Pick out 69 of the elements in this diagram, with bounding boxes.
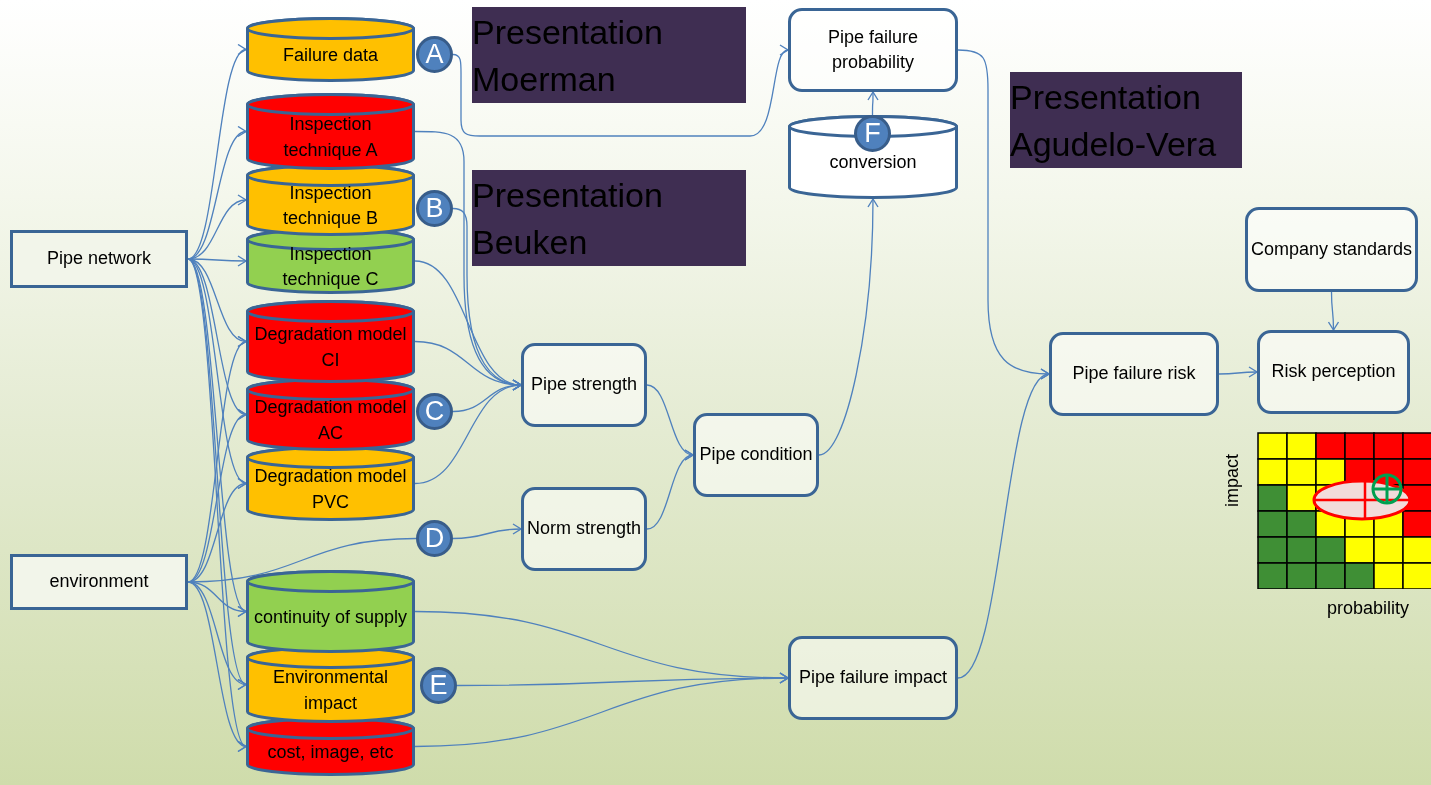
connector-arrow: [1218, 366, 1258, 378]
node-label: Degradation model AC: [253, 396, 408, 445]
connector-arrow: [867, 91, 879, 116]
node-label: Pipe condition: [699, 443, 813, 467]
connector-arrow: [452, 523, 522, 540]
note-box: [472, 7, 746, 103]
connector-arrow: [818, 198, 879, 456]
node-label: B: [425, 195, 444, 222]
node-label: Norm strength: [526, 517, 641, 541]
connector-arrow: [414, 672, 789, 748]
node-label: Pipe failure risk: [1072, 362, 1196, 386]
database-cylinder: [246, 646, 415, 723]
process-box: [788, 636, 958, 720]
node-label: Risk perception: [1271, 360, 1396, 384]
letter-circle: [416, 393, 453, 430]
database-cylinder: [246, 93, 415, 170]
node-label: A: [425, 41, 444, 68]
process-box: [1245, 207, 1418, 292]
node-label: Presentation Beuken: [472, 175, 664, 263]
node-label: Failure data: [282, 43, 379, 67]
node-label: F: [864, 120, 881, 147]
letter-circle: [416, 36, 453, 73]
database-cylinder: [788, 115, 958, 199]
node-label: C: [424, 398, 445, 425]
process-box: [521, 343, 647, 427]
note-box: [472, 170, 746, 266]
process-box: [1049, 332, 1219, 416]
database-cylinder: [246, 300, 415, 383]
database-cylinder: [246, 717, 415, 776]
database-cylinder: [246, 570, 415, 653]
node-label: Environmental impact: [271, 666, 390, 715]
process-box: [10, 554, 188, 610]
process-box: [788, 8, 958, 92]
node-label: Inspection technique C: [281, 242, 380, 291]
node-label: cost, image, etc: [267, 740, 394, 764]
process-box: [1257, 330, 1410, 414]
process-box: [521, 487, 647, 571]
node-label: conversion: [829, 151, 917, 175]
node-label: Degradation model CI: [253, 323, 408, 372]
node-label: environment: [49, 570, 149, 594]
node-label: Pipe strength: [530, 373, 638, 397]
node-label: continuity of supply: [253, 605, 408, 629]
letter-circle: [416, 190, 453, 227]
database-cylinder: [246, 164, 415, 236]
process-box: [693, 413, 819, 497]
node-label: Inspection technique A: [282, 113, 379, 162]
database-cylinder: [246, 378, 415, 451]
node-label: Degradation model PVC: [253, 465, 408, 514]
node-label: Pipe failure impact: [798, 666, 948, 690]
connector-arrow: [646, 451, 694, 530]
node-label: Presentation Moerman: [472, 12, 664, 100]
node-label: D: [424, 525, 445, 552]
connector-arrow: [452, 47, 789, 137]
node-label: E: [429, 672, 448, 699]
node-label: Presentation Agudelo-Vera: [1010, 77, 1218, 165]
process-box: [10, 230, 188, 288]
node-label: Company standards: [1250, 237, 1413, 261]
node-label: Pipe network: [46, 247, 152, 271]
letter-circle: [416, 520, 453, 557]
node-label: Inspection technique B: [281, 181, 380, 230]
note-box: [1010, 72, 1242, 168]
axis-label: probability: [1327, 598, 1410, 619]
connector-arrow: [1327, 291, 1340, 331]
database-cylinder: [246, 17, 415, 82]
connector-arrow: [414, 380, 522, 485]
letter-circle: [420, 667, 457, 704]
axis-label: impact: [1222, 454, 1243, 507]
node-label: Pipe failure probability: [826, 25, 920, 74]
database-cylinder: [246, 446, 415, 521]
